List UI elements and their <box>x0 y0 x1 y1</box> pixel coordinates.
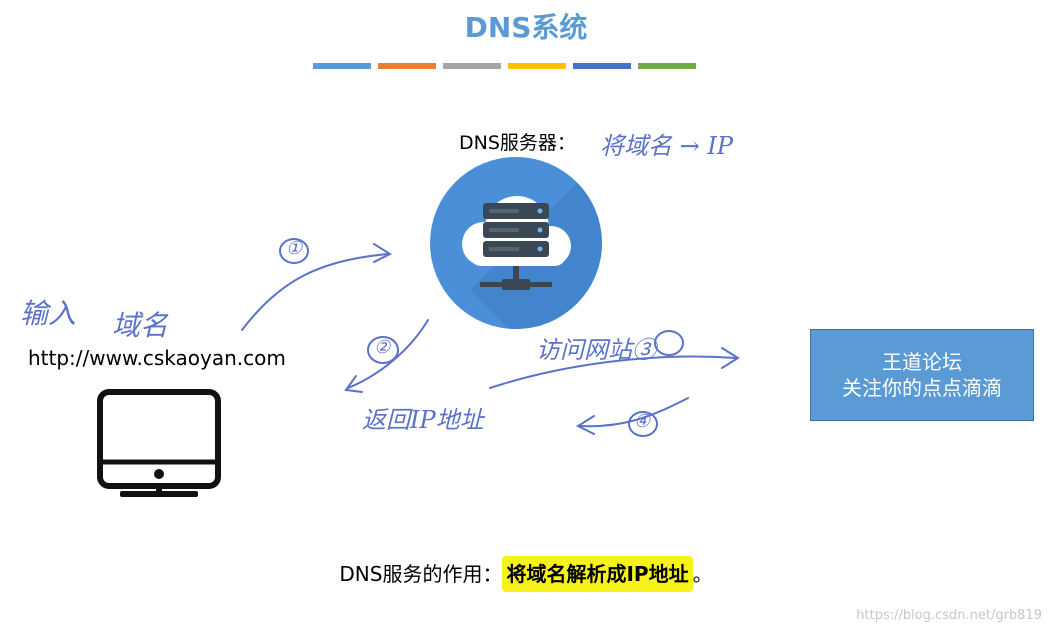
forum-box-line2: 关注你的点点滴滴 <box>842 376 1002 400</box>
handwritten-input-label: 输入 <box>20 297 77 330</box>
title-underline-segment-4 <box>508 63 566 69</box>
title-underline-segment-3 <box>443 63 501 69</box>
step2-marker: ② <box>374 337 391 358</box>
forum-box: 王道论坛 关注你的点点滴滴 <box>810 329 1034 421</box>
step2-note: 返回IP地址 <box>362 406 484 434</box>
url-text: http://www.cskaoyan.com <box>28 346 286 370</box>
title-underline-segment-2 <box>378 63 436 69</box>
bottom-highlight: 将域名解析成IP地址 <box>502 556 693 592</box>
title-underline-segment-1 <box>313 63 371 69</box>
bottom-sentence: DNS服务的作用：将域名解析成IP地址。 <box>0 556 1052 592</box>
page-title: DNS系统 <box>464 11 588 44</box>
arrow-step1 <box>241 253 389 331</box>
step1-marker: ① <box>286 238 303 259</box>
dns-server-label: DNS服务器： <box>459 132 576 154</box>
watermark: https://blog.csdn.net/grb819 <box>856 608 1042 623</box>
bottom-suffix: 。 <box>692 562 713 586</box>
handwritten-domain-label: 域名 <box>112 309 169 342</box>
step3-note: 访问网站③ <box>536 336 656 364</box>
title-underline-segment-6 <box>638 63 696 69</box>
bottom-prefix: DNS服务的作用： <box>339 562 503 586</box>
title-underline-segment-5 <box>573 63 631 69</box>
server-handwritten-note: 将域名 → IP <box>600 132 733 160</box>
forum-box-line1: 王道论坛 <box>882 350 962 374</box>
step4-marker: ④ <box>634 411 651 432</box>
